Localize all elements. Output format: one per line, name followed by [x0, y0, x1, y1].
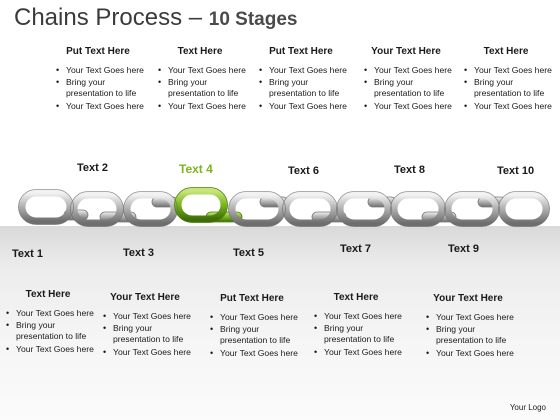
bullet-item: Bring your presentation to life: [6, 320, 98, 342]
chain-link-front: [336, 191, 392, 227]
stage-label-7: Text 7: [340, 243, 371, 255]
chain-link-front: [228, 191, 286, 227]
bullet-item: Your Text Goes here: [210, 348, 302, 359]
chain-link-front: [498, 191, 550, 227]
bullet-item: Your Text Goes here: [259, 101, 351, 112]
bullet-item: Bring your presentation to life: [259, 77, 351, 99]
bullet-item: Your Text Goes here: [56, 101, 148, 112]
block-heading: Text Here: [333, 292, 379, 303]
bullet-item: Your Text Goes here: [103, 311, 195, 322]
block-heading: Text Here: [177, 46, 223, 57]
bullet-item: Bring your presentation to life: [103, 323, 195, 345]
bullet-list: Your Text Goes here Bring your presentat…: [95, 311, 195, 358]
stage-label-1: Text 1: [12, 248, 43, 260]
block-heading: Put Text Here: [220, 293, 284, 304]
bullet-item: Bring your presentation to life: [464, 77, 556, 99]
top-text-block: Text Here Your Text Goes here Bring your…: [456, 46, 556, 113]
top-text-block: Text Here Your Text Goes here Bring your…: [150, 46, 250, 113]
bullet-list: Your Text Goes here Bring your presentat…: [0, 308, 98, 355]
bullet-item: Your Text Goes here: [364, 65, 456, 76]
bullet-item: Bring your presentation to life: [158, 77, 250, 99]
bottom-text-block: Text Here Your Text Goes here Bring your…: [306, 292, 406, 359]
page-title: Chains Process – 10 Stages: [14, 4, 298, 32]
top-text-block: Put Text Here Your Text Goes here Bring …: [251, 46, 351, 113]
stage-label-3: Text 3: [123, 247, 154, 259]
title-main: Chains Process –: [14, 4, 209, 31]
bullet-item: Your Text Goes here: [464, 65, 556, 76]
stage-label-10: Text 10: [497, 165, 535, 177]
bullet-item: Your Text Goes here: [426, 348, 518, 359]
stage-label-6: Text 6: [288, 165, 319, 177]
bullet-item: Bring your presentation to life: [314, 323, 406, 345]
bullet-item: Bring your presentation to life: [364, 77, 456, 99]
block-heading: Put Text Here: [269, 46, 333, 57]
bullet-item: Your Text Goes here: [6, 308, 98, 319]
bullet-item: Your Text Goes here: [259, 65, 351, 76]
bullet-item: Bring your presentation to life: [56, 77, 148, 99]
bullet-item: Your Text Goes here: [56, 65, 148, 76]
bullet-item: Bring your presentation to life: [426, 324, 518, 346]
bullet-item: Your Text Goes here: [314, 311, 406, 322]
block-heading: Your Text Here: [371, 46, 441, 57]
bullet-list: Your Text Goes here Bring your presentat…: [418, 312, 518, 359]
block-heading: Your Text Here: [433, 293, 503, 304]
bottom-text-block: Your Text Here Your Text Goes here Bring…: [95, 292, 195, 359]
stage-label-2: Text 2: [77, 162, 108, 174]
bullet-list: Your Text Goes here Bring your presentat…: [356, 65, 456, 112]
logo-placeholder: Your Logo: [509, 403, 546, 412]
top-text-block: Your Text Here Your Text Goes here Bring…: [356, 46, 456, 113]
chain-link-front: [18, 189, 74, 225]
bottom-text-block: Your Text Here Your Text Goes here Bring…: [418, 293, 518, 360]
bullet-item: Your Text Goes here: [426, 312, 518, 323]
bottom-text-block: Put Text Here Your Text Goes here Bring …: [202, 293, 302, 360]
bullet-item: Your Text Goes here: [364, 101, 456, 112]
bullet-item: Your Text Goes here: [6, 344, 98, 355]
bullet-list: Your Text Goes here Bring your presentat…: [251, 65, 351, 112]
bullet-item: Your Text Goes here: [314, 347, 406, 358]
block-heading: Text Here: [483, 46, 529, 57]
bullet-list: Your Text Goes here Bring your presentat…: [306, 311, 406, 358]
chain-link-front: [123, 191, 178, 227]
chain-link-front-highlighted: [174, 187, 228, 223]
bottom-text-block: Text Here Your Text Goes here Bring your…: [0, 289, 98, 356]
chain-link-front: [282, 191, 338, 227]
stage-label-4: Text 4: [179, 162, 213, 176]
bullet-item: Your Text Goes here: [464, 101, 556, 112]
block-heading: Your Text Here: [110, 292, 180, 303]
block-heading: Text Here: [25, 289, 71, 300]
stage-label-5: Text 5: [233, 247, 264, 259]
block-heading: Put Text Here: [66, 46, 130, 57]
bullet-list: Your Text Goes here Bring your presentat…: [456, 65, 556, 112]
bullet-list: Your Text Goes here Bring your presentat…: [202, 312, 302, 359]
stage-label-9: Text 9: [448, 243, 479, 255]
bullet-item: Bring your presentation to life: [210, 324, 302, 346]
bullet-item: Your Text Goes here: [158, 101, 250, 112]
bullet-list: Your Text Goes here Bring your presentat…: [150, 65, 250, 112]
stage-label-8: Text 8: [394, 164, 425, 176]
top-text-block: Put Text Here Your Text Goes here Bring …: [48, 46, 148, 113]
chain-link-front: [70, 191, 124, 227]
bullet-item: Your Text Goes here: [158, 65, 250, 76]
chain-link-front: [444, 191, 500, 227]
bullet-list: Your Text Goes here Bring your presentat…: [48, 65, 148, 112]
chain-link-front: [390, 191, 446, 227]
bullet-item: Your Text Goes here: [103, 347, 195, 358]
bullet-item: Your Text Goes here: [210, 312, 302, 323]
title-stage-count: 10 Stages: [208, 9, 298, 30]
